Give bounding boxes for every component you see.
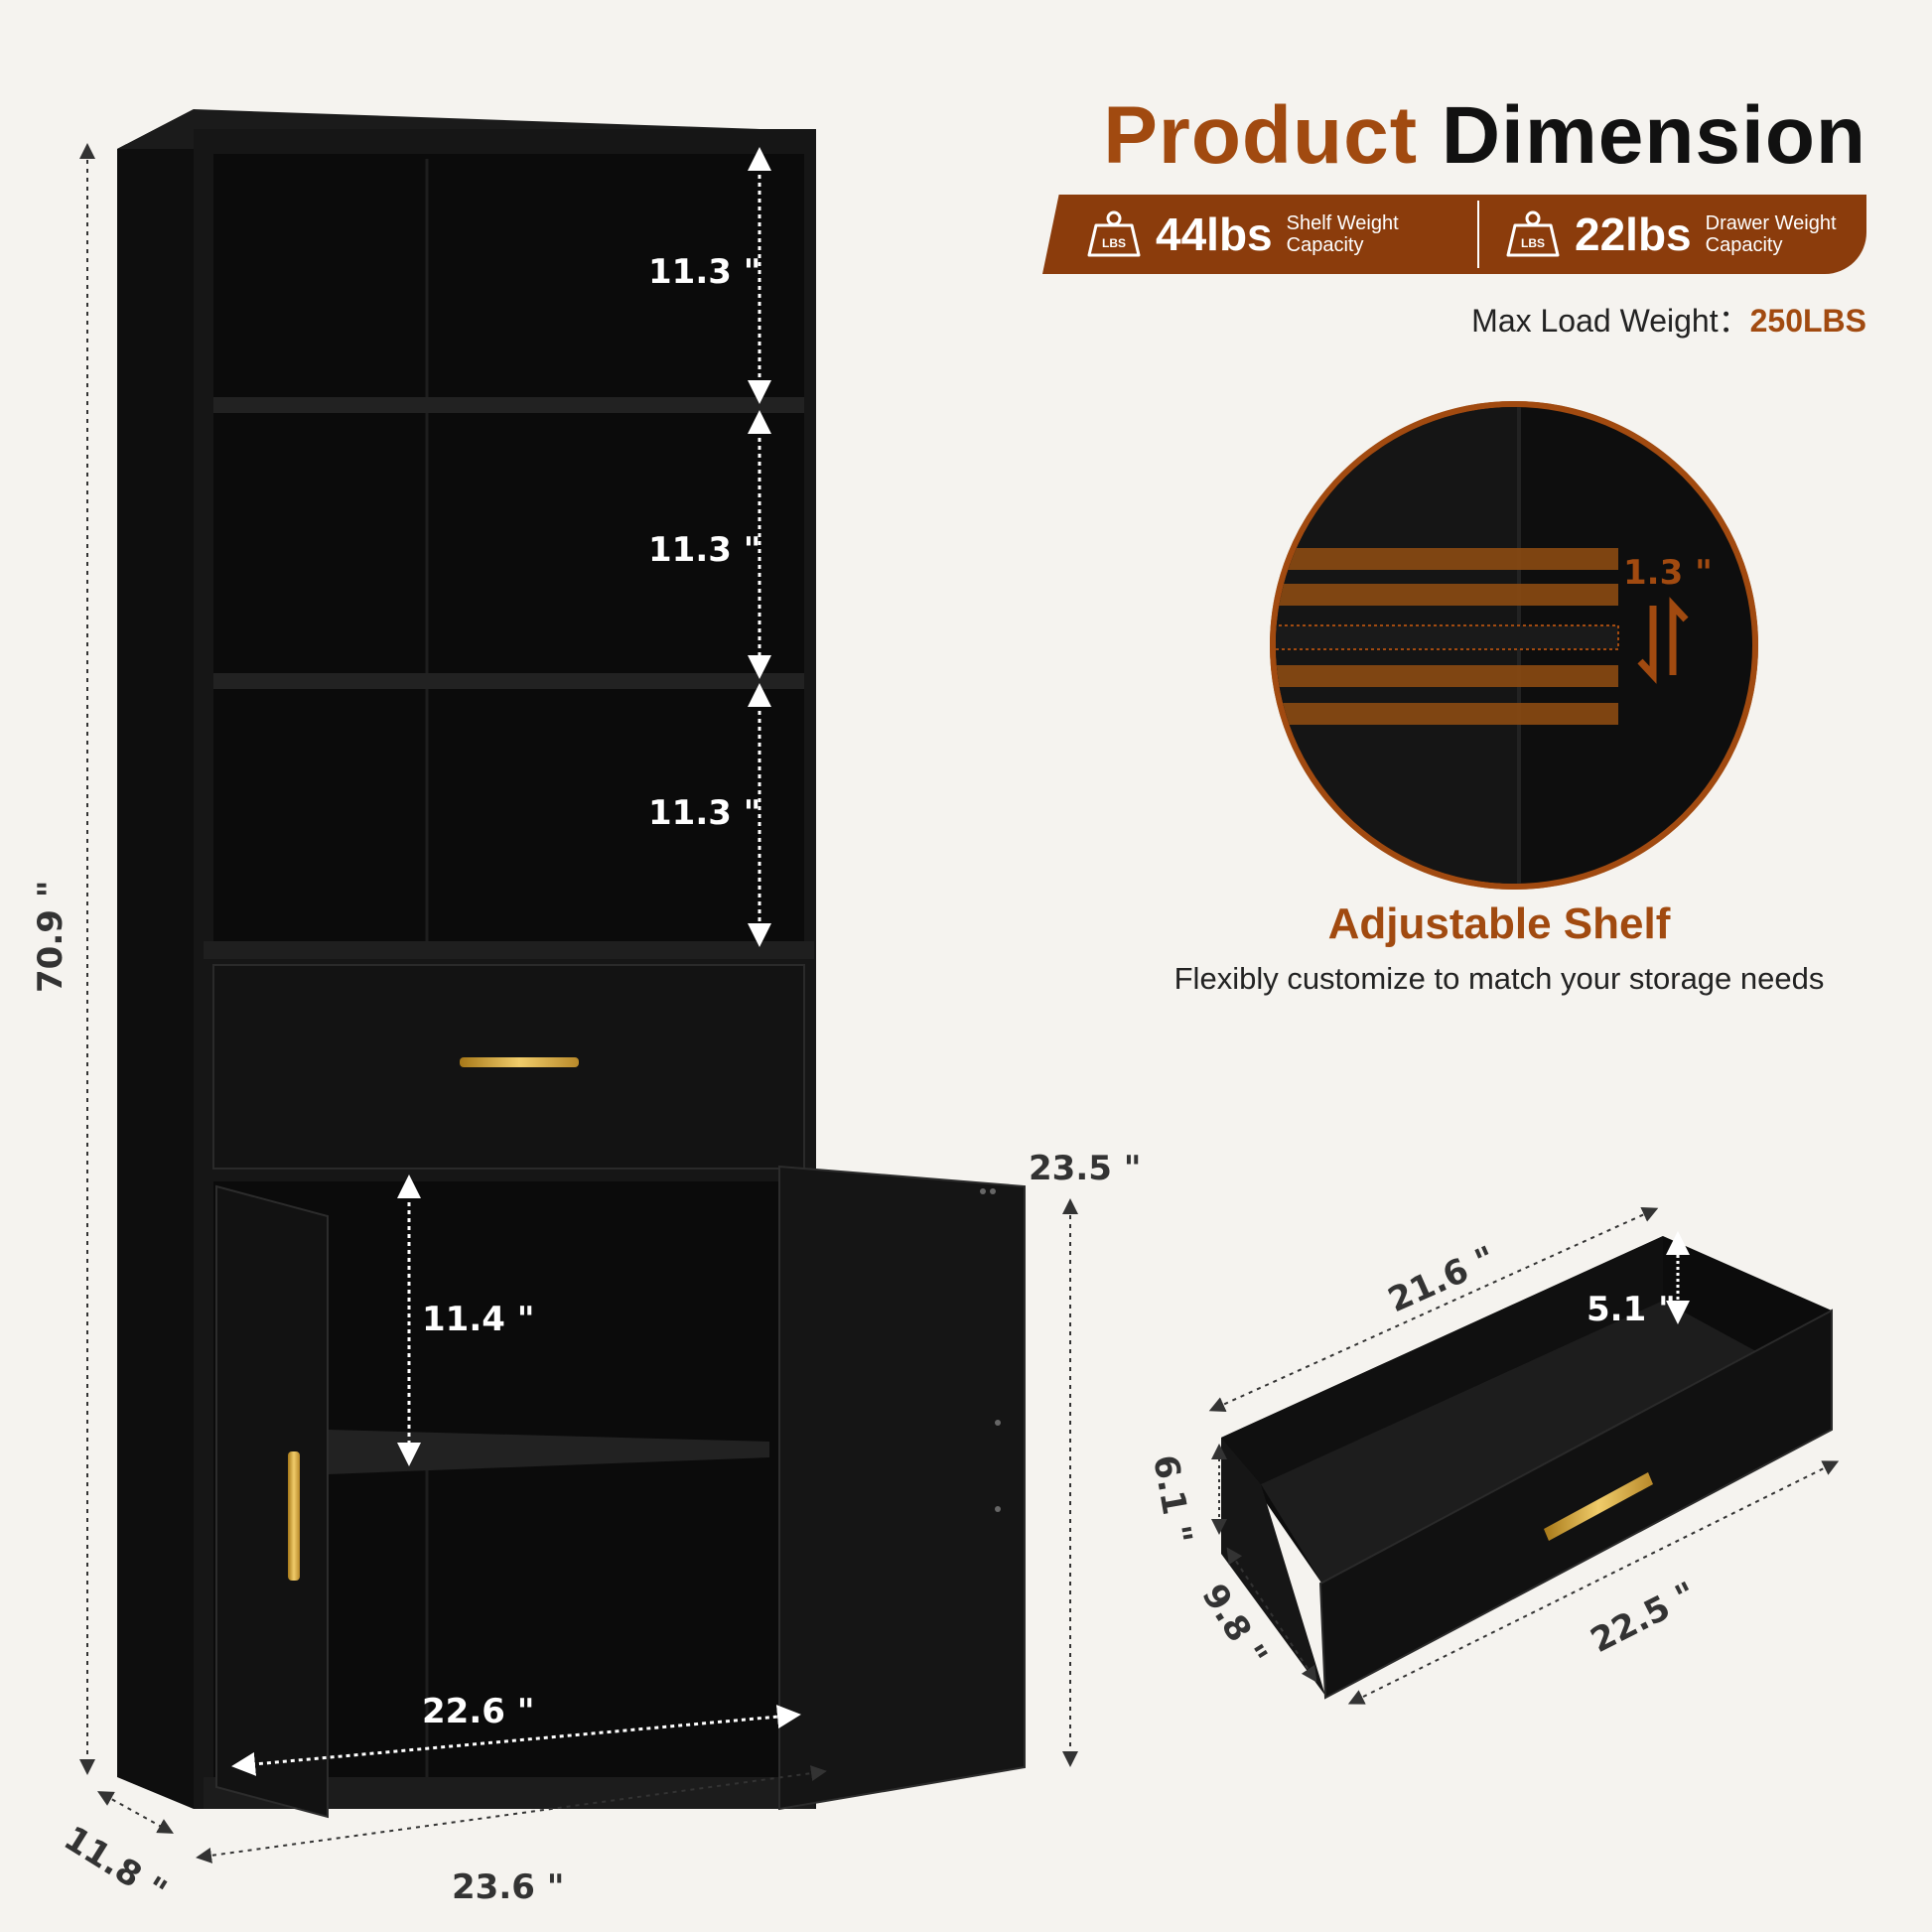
shelf-capacity-value: 44lbs (1156, 208, 1273, 260)
max-load: Max Load Weight：250LBS (1291, 296, 1866, 342)
shelf-height-label-1: 11.3 " (648, 252, 760, 292)
drawer-inner-length-label: 21.6 " (1382, 1239, 1501, 1321)
banner-divider (1477, 201, 1479, 268)
left-door[interactable] (215, 1184, 329, 1819)
drawer-illustration (1221, 1236, 1833, 1700)
title-accent: Product (1103, 90, 1419, 181)
width-label: 23.6 " (452, 1867, 564, 1907)
shelf-board (213, 673, 804, 689)
adjustable-shelf-subtitle: Flexibly customize to match your storage… (1173, 961, 1825, 996)
exterior-dimension-arrows (79, 143, 1078, 1863)
shelf-height-label-3: 11.3 " (648, 793, 760, 833)
drawer-capacity: LBS 22lbs Drawer Weight Capacity (1505, 203, 1837, 266)
adjustable-shelf-detail (1270, 401, 1758, 890)
cabinet-shelf (328, 1430, 769, 1474)
cabinet-height-label: 23.5 " (1029, 1149, 1141, 1188)
inner-width-label: 22.6 " (422, 1692, 534, 1731)
shelf-board (213, 397, 804, 413)
drawer-height-label: 6.1 " (1145, 1452, 1199, 1547)
weight-icon: LBS (1506, 210, 1560, 257)
bookcase-side (117, 109, 194, 1809)
drawer-handle[interactable] (460, 1057, 579, 1067)
max-load-label: Max Load Weight： (1471, 303, 1750, 339)
drawer-front-length-label: 22.5 " (1585, 1575, 1703, 1661)
shelf-gap-label: 1.3 " (1623, 553, 1713, 593)
drawer-capacity-label: Drawer Weight Capacity (1705, 212, 1837, 256)
drawer-dimension-arrows (1208, 1207, 1840, 1705)
upper-back-panel (213, 154, 804, 948)
cabinet-shelf-height-label: 11.4 " (422, 1300, 534, 1339)
right-door[interactable] (778, 1165, 1026, 1811)
interior-dimension-arrows (231, 147, 801, 1776)
shelf-board (204, 941, 814, 959)
shelf-height-label-2: 11.3 " (648, 530, 760, 570)
bookcase (117, 109, 1026, 1819)
max-load-value: 250LBS (1749, 303, 1866, 339)
capacity-banner: LBS 44lbs Shelf Weight Capacity LBS 22lb… (1042, 195, 1866, 274)
left-door-handle[interactable] (288, 1451, 300, 1581)
total-height-label: 70.9 " (31, 881, 70, 993)
svg-text:LBS: LBS (1521, 236, 1545, 250)
page-title: Product Dimension (993, 89, 1866, 183)
shelf-capacity: LBS 44lbs Shelf Weight Capacity (1086, 203, 1399, 266)
weight-icon: LBS (1087, 210, 1141, 257)
drawer-inner-depth-label: 5.1 " (1587, 1290, 1676, 1329)
adjust-arrows-icon (1637, 597, 1689, 684)
title-main: Dimension (1441, 90, 1866, 181)
drawer-capacity-value: 22lbs (1575, 208, 1692, 260)
shelf-capacity-label: Shelf Weight Capacity (1286, 212, 1399, 256)
adjustable-shelf-title: Adjustable Shelf (1327, 899, 1671, 948)
svg-text:LBS: LBS (1102, 236, 1126, 250)
depth-label: 11.8 " (57, 1819, 173, 1912)
